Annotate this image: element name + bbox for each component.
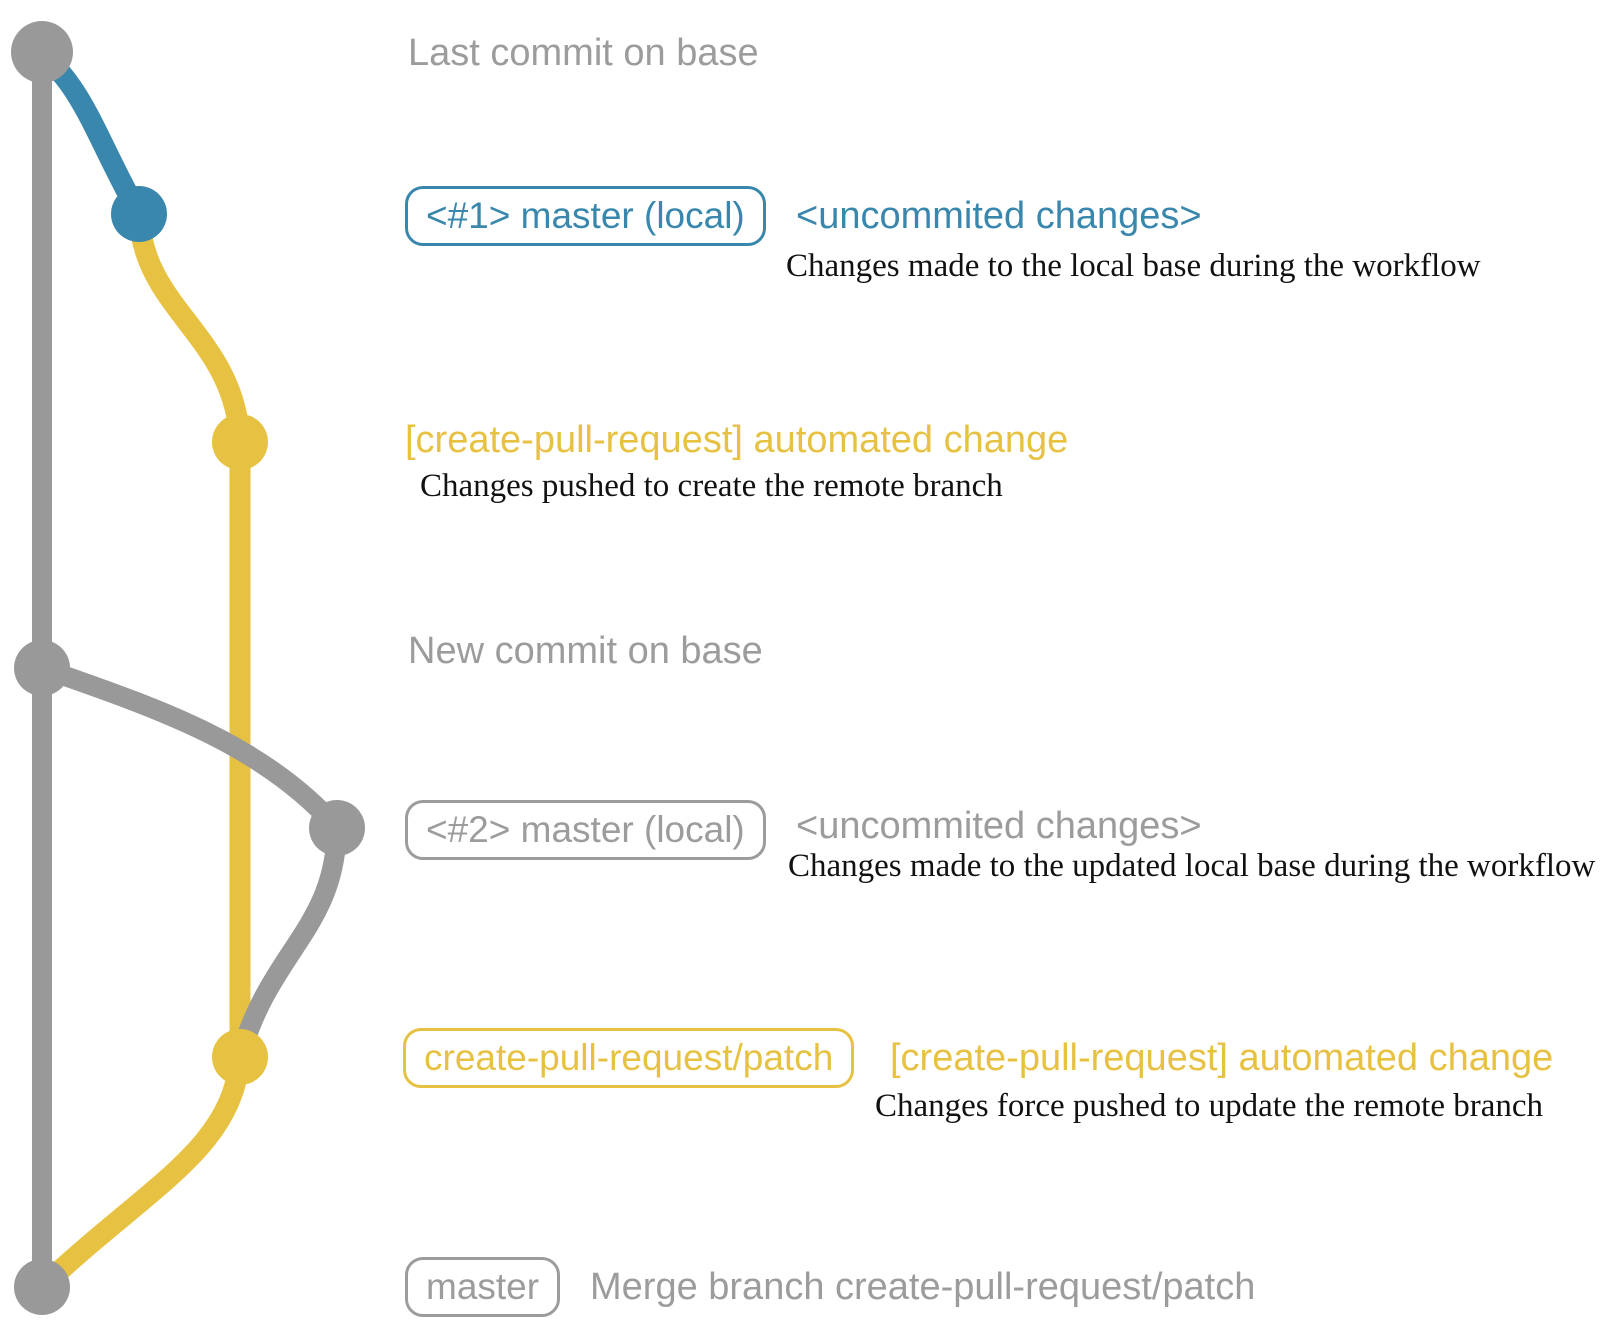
headline-uncommited-changes-1: <uncommited changes> [796, 195, 1202, 237]
badge-master-local-1: <#1> master (local) [405, 186, 766, 246]
detail-local-changes-2: Changes made to the updated local base d… [788, 848, 1596, 884]
commit-dot-remote-1 [212, 414, 268, 470]
headline-automated-change-1: [create-pull-request] automated change [405, 419, 1069, 461]
commit-dot-remote-2 [212, 1029, 268, 1085]
headline-merge-branch: Merge branch create-pull-request/patch [590, 1266, 1256, 1308]
commit-dot-last-base [11, 21, 73, 83]
commit-dot-local-2 [309, 800, 365, 856]
rebase-out-curve [32, 658, 347, 838]
badge-master-merge: master [405, 1257, 561, 1317]
label-new-commit-on-base: New commit on base [408, 630, 763, 672]
detail-local-changes-1: Changes made to the local base during th… [786, 248, 1481, 284]
badge-master-local-2: <#2> master (local) [405, 800, 766, 860]
commit-dot-new-base [14, 640, 70, 696]
detail-remote-push-2: Changes force pushed to update the remot… [875, 1088, 1544, 1124]
headline-automated-change-2: [create-pull-request] automated change [890, 1037, 1554, 1079]
push-to-remote-curve [128, 203, 251, 453]
headline-uncommited-changes-2: <uncommited changes> [796, 805, 1202, 847]
commit-dot-merge [14, 1259, 70, 1315]
merge-to-base-curve [31, 1046, 251, 1298]
rebase-in-curve [230, 818, 347, 1067]
detail-remote-push-1: Changes pushed to create the remote bran… [420, 468, 1003, 504]
label-last-commit-on-base: Last commit on base [408, 32, 759, 74]
commit-dot-local-1 [111, 186, 167, 242]
badge-create-pull-request-patch: create-pull-request/patch [403, 1028, 855, 1088]
